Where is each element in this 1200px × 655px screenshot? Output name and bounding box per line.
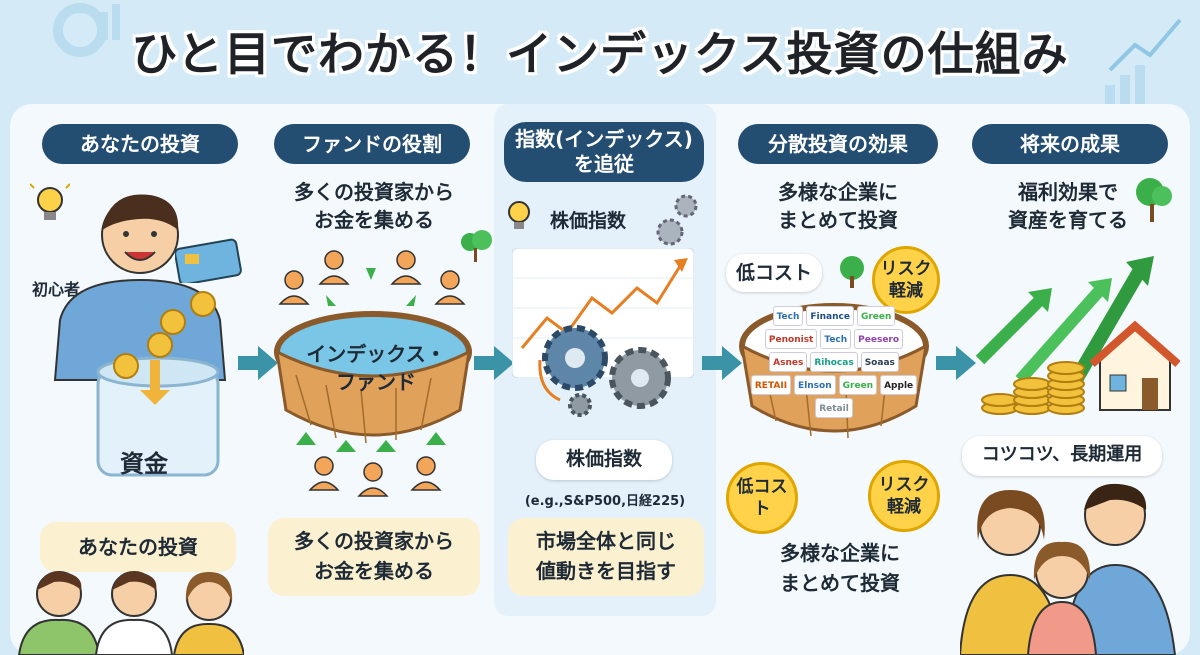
company-logo-tile: Soaas [860, 352, 899, 372]
fund-pool-illustration [274, 250, 472, 497]
step4-desc-line2: まとめて投資 [778, 208, 898, 232]
step2-desc-line2: お金を集める [314, 208, 434, 232]
step4-header: 分散投資の効果 [738, 124, 938, 164]
family-illustration [960, 483, 1177, 655]
company-logo-tile: Retail [815, 398, 853, 418]
risk-tag-line2: 軽減 [889, 281, 923, 301]
company-logo-tile: Tech [820, 329, 852, 349]
long-term-bubble: コツコツ、長期運用 [962, 436, 1162, 476]
lightbulb-icon [30, 183, 70, 220]
index-label-bubble: 株価指数 [536, 440, 672, 480]
step2-footer: 多くの投資家から お金を集める [268, 518, 480, 596]
step-arrow-3 [702, 346, 742, 380]
low-cost-tag-2: 低コスト [726, 462, 798, 534]
step-arrow-1 [238, 346, 278, 380]
risk-reduction-tag: リスク軽減 [872, 246, 940, 314]
step3-header-line2: を追従 [574, 152, 634, 176]
company-logo-tile: RETAII [750, 375, 792, 395]
step2-header: ファンドの役割 [274, 124, 470, 164]
step4-desc: 多様な企業に まとめて投資 [738, 178, 938, 234]
company-logo-tile: Penonist [764, 329, 818, 349]
step5-header: 将来の成果 [972, 124, 1168, 164]
risk-tag2-line1: リスク [878, 475, 930, 495]
company-logo-tile: Rihocas [810, 352, 858, 372]
page-title: ひと目でわかる！インデックス投資の仕組み [131, 27, 1069, 81]
step3-header: 指数(インデックス) を追従 [504, 122, 704, 182]
step2-desc-line1: 多くの投資家から [294, 180, 454, 204]
step4-footer-line2: まとめて投資 [780, 571, 900, 595]
fund-pool-label: インデックス・ ファンド [292, 340, 460, 396]
company-logo-tile: Green [856, 306, 896, 326]
step5-desc: 福利効果で 資産を育てる [970, 178, 1166, 234]
company-logo-tile: Elnson [794, 375, 836, 395]
company-logo-tile: Green [838, 375, 878, 395]
step3-footer: 市場全体と同じ 値動きを目指す [508, 518, 704, 596]
coin-icon [113, 291, 216, 379]
step3-footer-line1: 市場全体と同じ [536, 529, 676, 553]
index-examples: (e.g.,S&P500,日経225) [524, 494, 686, 509]
gears-illustration [538, 325, 671, 417]
tree-icon [1136, 178, 1172, 222]
risk-tag2-line2: 軽減 [887, 497, 921, 517]
step-arrow-4 [936, 346, 976, 380]
company-logo-tile: Tech [772, 306, 804, 326]
company-logo-tile: Asnes [769, 352, 808, 372]
fund-pool-label-line1: インデックス・ [306, 342, 446, 366]
beginner-label: 初心者 [32, 280, 81, 299]
jar-label: 資金 [120, 450, 168, 478]
step2-desc: 多くの投資家から お金を集める [274, 178, 474, 234]
step4-footer-line1: 多様な企業に [780, 541, 900, 565]
credit-card-icon [175, 238, 242, 283]
company-logo-tile: Finance [806, 306, 854, 326]
risk-reduction-tag-2: リスク軽減 [868, 460, 940, 532]
investor-illustration [53, 194, 227, 477]
tree-icon [840, 256, 864, 288]
step3-footer-line2: 値動きを目指す [536, 559, 676, 583]
company-logo-tile: Apple [880, 375, 918, 395]
step3-header-line1: 指数(インデックス) [515, 127, 693, 151]
chart-title: 株価指数 [550, 210, 627, 232]
fund-pool-label-line2: ファンド [336, 370, 416, 394]
step1-footer: あなたの投資 [40, 522, 236, 572]
lightbulb-icon [508, 201, 530, 229]
step4-desc-line1: 多様な企業に [778, 180, 898, 204]
step-arrow-2 [474, 346, 514, 380]
investors-group-illustration [17, 571, 244, 655]
step5-desc-line2: 資産を育てる [1008, 208, 1128, 232]
low-cost-tag: 低コスト [726, 254, 822, 292]
step2-footer-line1: 多くの投資家から [294, 529, 454, 553]
gear-icon [656, 194, 698, 246]
step4-footer: 多様な企業に まとめて投資 [740, 538, 940, 598]
step1-header: あなたの投資 [42, 124, 238, 164]
growth-illustration [975, 256, 1180, 415]
tree-icon [461, 230, 492, 262]
company-logo-tile: Peesero [854, 329, 904, 349]
risk-tag-line1: リスク [880, 259, 932, 279]
step5-desc-line1: 福利効果で [1018, 180, 1118, 204]
step2-footer-line2: お金を集める [314, 559, 434, 583]
